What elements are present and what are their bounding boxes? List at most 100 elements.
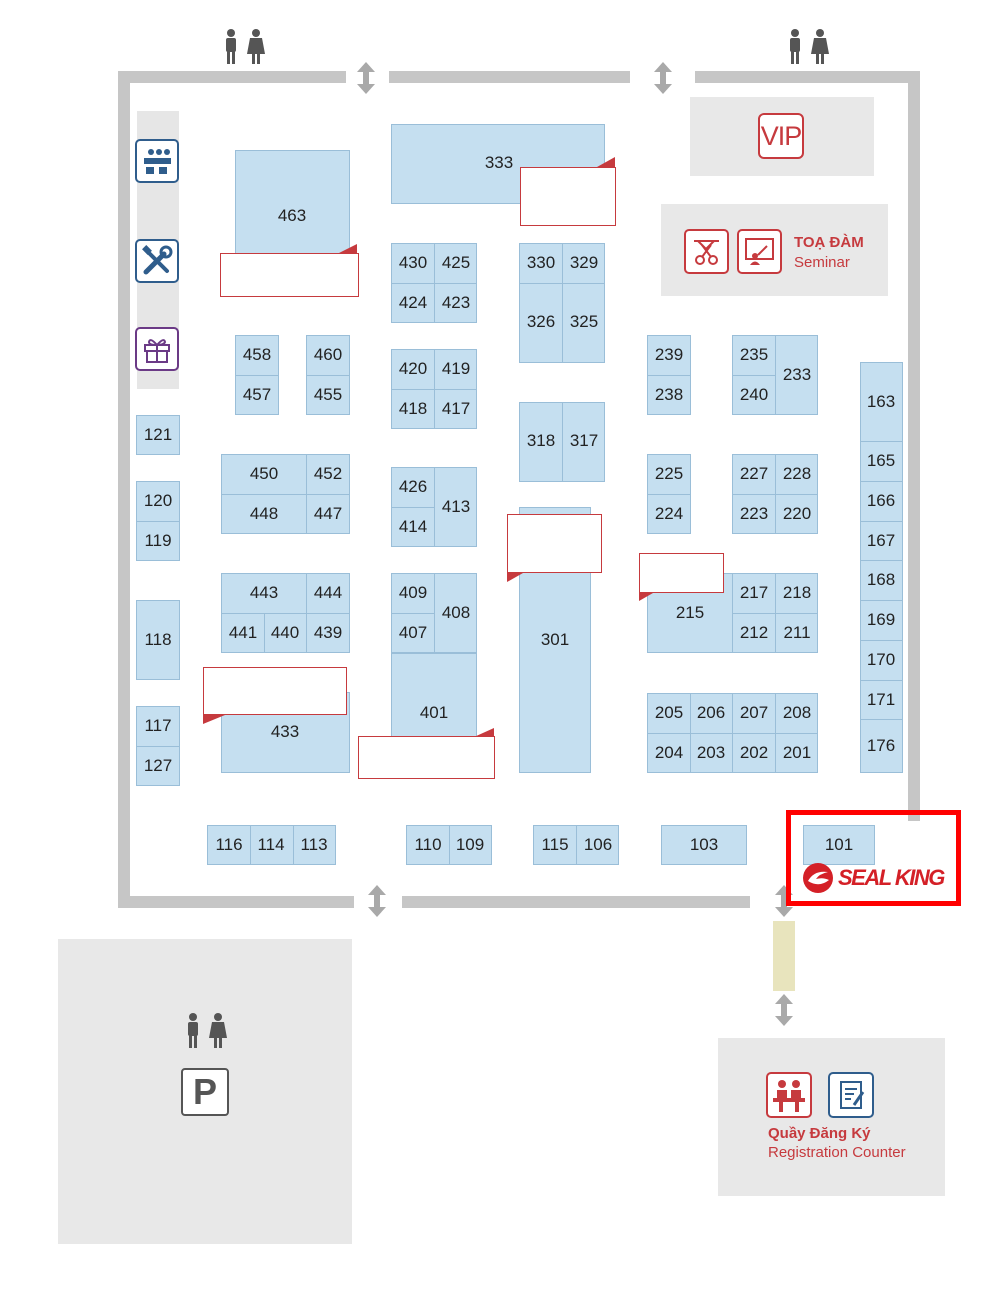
booth-label: 224 [654,504,684,523]
updown-arrow-icon [773,993,795,1032]
parking-label: P [192,1071,217,1112]
booth-463[interactable] [235,150,350,255]
booth-103[interactable] [661,825,747,865]
booth-label: 333 [484,153,514,172]
booth-label: 207 [739,703,769,722]
highlight-frame [786,810,961,906]
booth-label: 120 [143,491,173,510]
booth-label: 227 [739,464,769,483]
booth-101[interactable] [803,825,875,865]
booth-label: 450 [249,464,279,483]
corridor [773,921,795,991]
booth-label: 444 [313,583,343,602]
booth-label: 330 [526,253,556,272]
booth-label: 443 [249,583,279,602]
exhibitor-label-box [507,514,602,573]
booth-label: 239 [654,345,684,364]
booth-label: 205 [654,703,684,722]
booth-label: 208 [782,703,812,722]
vip-label: VIP [760,121,803,151]
booth-label: 325 [569,312,599,331]
booth-label: 420 [398,359,428,378]
booth-label: 166 [866,491,896,510]
booth-label: 463 [277,206,307,225]
booth-label: 417 [441,399,471,418]
booth-label: 118 [144,630,172,649]
booth-label: 448 [249,504,279,523]
label-pointer [203,715,225,724]
booth-label: 176 [866,736,896,755]
booth-block-116[interactable] [207,825,336,865]
booth-label: 218 [782,583,812,602]
label-pointer [639,593,653,601]
booth-label: 401 [419,703,449,722]
label-pointer [597,157,615,167]
presentation-icon [737,229,782,274]
booth-label: 329 [569,253,599,272]
booth-label: 423 [441,293,471,312]
ribbon-cutting-icon [684,229,729,274]
booth-label: 228 [782,464,812,483]
booth-label: 457 [242,385,272,404]
restroom-icon [784,28,832,71]
booth-label: 211 [783,623,811,642]
label-pointer [507,573,523,582]
label-pointer [474,728,494,737]
form-icon [828,1072,874,1118]
booth-label: 440 [270,623,300,642]
booth-label: 223 [739,504,769,523]
booth-label: 407 [398,623,428,642]
booth-label: 101 [824,835,854,854]
exhibitor-label-box [203,667,347,715]
seminar-title: TOẠ ĐÀM [794,234,864,251]
booth-label: 430 [398,253,428,272]
booth-label: 121 [143,425,173,444]
booth-118[interactable] [136,600,180,680]
booth-label: 426 [398,477,428,496]
booth-label: 169 [866,610,896,629]
booth-label: 424 [398,293,428,312]
registration-title: Quầy Đăng Ký [768,1125,871,1142]
booth-label: 127 [143,756,173,775]
booth-label: 418 [398,399,428,418]
hall-wall-right [908,71,920,821]
exhibitor-label-box [520,167,616,226]
booth-label: 212 [739,623,769,642]
booth-label: 204 [654,743,684,762]
booth-label: 220 [782,504,812,523]
hall-wall-bottom-left [118,896,354,908]
registration-subtitle: Registration Counter [768,1144,906,1161]
booth-label: 165 [866,451,896,470]
booth-label: 202 [739,743,769,762]
seal-king-logo-icon [801,862,835,899]
booth-label: 447 [313,504,343,523]
booth-label: 106 [583,835,613,854]
restroom-icon [220,28,268,71]
booth-label: 452 [313,464,343,483]
hall-wall-top-middle [389,71,630,83]
booth-label: 441 [228,623,258,642]
booth-121[interactable] [136,415,180,455]
booth-label: 455 [313,385,343,404]
updown-arrow-icon [366,884,388,923]
booth-label: 171 [866,690,896,709]
seminar-subtitle: Seminar [794,254,850,271]
booth-column-163[interactable] [860,362,903,773]
exhibitor-label-box [639,553,724,593]
booth-label: 458 [242,345,272,364]
booth-label: 413 [441,497,471,516]
booth-label: 408 [441,603,471,622]
booth-label: 240 [739,385,769,404]
gift-icon [135,327,179,371]
booth-label: 119 [144,531,172,550]
hall-wall-left [118,71,130,908]
booth-label: 206 [696,703,726,722]
booth-label: 103 [689,835,719,854]
booth-label: 217 [739,583,769,602]
hall-wall-top-right [695,71,920,83]
restroom-icon [182,1012,230,1055]
booth-label: 115 [541,835,569,854]
booth-label: 168 [866,570,896,589]
booth-label: 235 [739,345,769,364]
booth-label: 238 [654,385,684,404]
